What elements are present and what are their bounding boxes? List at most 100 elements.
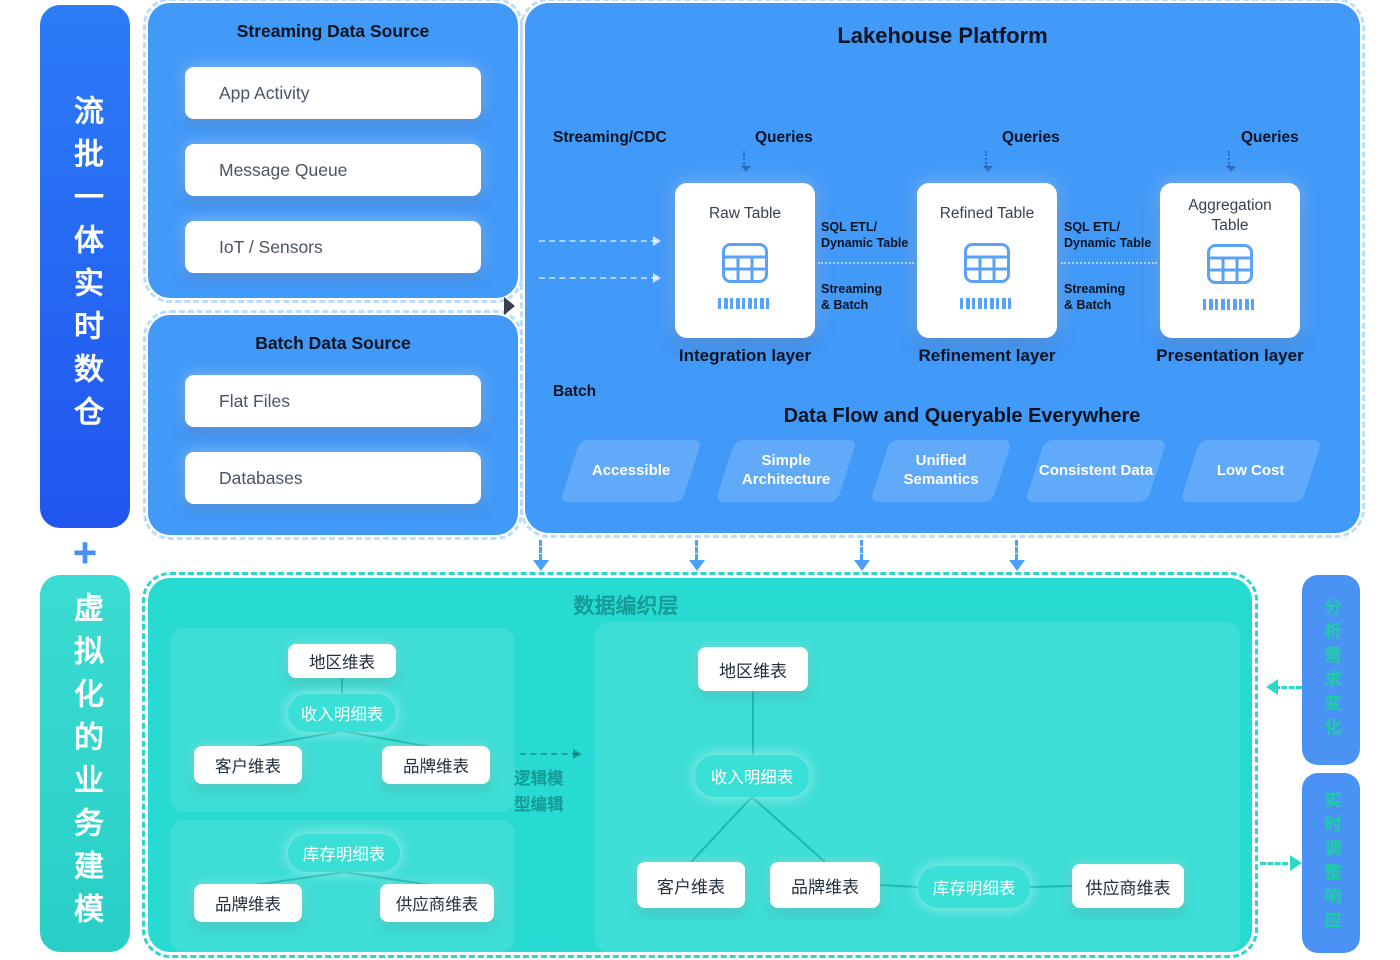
table-icon <box>722 243 768 283</box>
realtime-response-note: 实时调整响应 <box>1302 773 1360 953</box>
queries-down-arrow-icon <box>983 151 993 172</box>
chevron-simple-architecture: Simple Architecture <box>714 440 858 502</box>
barcode-icon <box>1203 299 1257 311</box>
queries-down-arrow-icon <box>1226 151 1236 172</box>
node-customer-dim: 客户维表 <box>637 862 745 908</box>
chevron-label: Simple Architecture <box>741 452 831 488</box>
relation-lines <box>690 691 1073 888</box>
etl-streaming-batch-1: Streaming & Batch <box>821 281 921 314</box>
streaming-source-title: Streaming Data Source <box>236 21 430 41</box>
chevron-label: Consistent Data <box>1038 461 1154 479</box>
benefits-row: Accessible Simple Architecture Unified S… <box>559 440 1323 502</box>
realtime-response-label: 实时调整响应 <box>1321 791 1341 935</box>
stream-batch-warehouse-bar: 流批一体实时数仓 <box>40 5 130 528</box>
batch-label: Batch <box>553 383 597 400</box>
edit-label-line: 逻辑模 <box>514 770 564 788</box>
analysis-demand-note: 分析需求变化 <box>1302 575 1360 765</box>
queries-label-2: Queries <box>1002 129 1060 146</box>
barcode-icon <box>718 298 772 309</box>
analysis-demand-label: 分析需求变化 <box>1321 598 1341 742</box>
chevron-low-cost: Low Cost <box>1179 440 1323 502</box>
data-flow-title: Data Flow and Queryable Everywhere <box>783 405 1141 427</box>
logical-model-large: 地区维表 收入明细表 客户维表 品牌维表 库存明细表 供应商维表 <box>595 622 1240 952</box>
queries-label-3: Queries <box>1241 129 1299 146</box>
batch-source-title: Batch Data Source <box>255 333 411 353</box>
node-brand-dim: 品牌维表 <box>770 862 880 908</box>
plus-icon: + <box>72 529 98 576</box>
chevron-label: Low Cost <box>1217 461 1285 479</box>
streaming-into-raw-arrow-icon <box>539 236 661 246</box>
logical-model-small-bottom: 库存明细表 品牌维表 供应商维表 <box>170 820 515 952</box>
table-icon <box>964 243 1010 283</box>
edit-label-line: 型编辑 <box>514 796 564 815</box>
logical-model-edit-arrow-icon <box>520 749 582 759</box>
source-item-iot-sensors: IoT / Sensors <box>185 221 481 273</box>
node-brand-dim: 品牌维表 <box>194 884 302 922</box>
node-supplier-dim: 供应商维表 <box>1072 864 1184 908</box>
node-brand-dim: 品牌维表 <box>382 746 490 784</box>
node-revenue-fact: 收入明细表 <box>695 755 809 797</box>
queries-down-arrow-icon <box>741 151 751 172</box>
lakehouse-panel: Lakehouse Platform Streaming/CDC Queries… <box>520 0 1365 538</box>
virtual-modeling-bar: 虚拟化的业务建模 <box>40 575 130 952</box>
lakehouse-to-fabric-arrow-icon <box>1009 540 1025 571</box>
chevron-unified-semantics: Unified Semantics <box>869 440 1013 502</box>
lakehouse-title: Lakehouse Platform <box>837 23 1048 48</box>
chevron-consistent-data: Consistent Data <box>1024 440 1168 502</box>
note-to-fabric-arrowhead-icon <box>1258 679 1278 695</box>
aggregation-table-title: Aggregation Table <box>1188 197 1272 235</box>
relation-lines <box>247 678 437 749</box>
data-fabric-title: 数据编织层 <box>573 595 679 618</box>
logical-model-edit-label: 逻辑模 型编辑 <box>514 766 598 819</box>
etl-line: SQL ETL/ <box>821 220 878 234</box>
etl-streaming-batch-2: Streaming & Batch <box>1064 281 1164 314</box>
node-inventory-fact: 库存明细表 <box>918 866 1030 908</box>
fabric-to-note-arrowhead-icon <box>1290 855 1310 871</box>
stream-batch-warehouse-label: 流批一体实时数仓 <box>69 94 102 439</box>
raw-to-refined-dotted-line <box>818 262 914 264</box>
streaming-cdc-label: Streaming/CDC <box>553 129 667 146</box>
raw-table-title: Raw Table <box>708 205 782 222</box>
source-item-databases: Databases <box>185 452 481 504</box>
etl-label-2: SQL ETL/ Dynamic Table <box>1064 219 1164 252</box>
presentation-layer-label: Presentation layer <box>1156 346 1304 365</box>
etl-line: SQL ETL/ <box>1064 220 1121 234</box>
etl-line: & Batch <box>1064 298 1112 313</box>
node-inventory-fact: 库存明细表 <box>288 834 400 872</box>
integration-layer-label: Integration layer <box>678 346 812 365</box>
source-item-flat-files: Flat Files <box>185 375 481 427</box>
node-supplier-dim: 供应商维表 <box>380 884 494 922</box>
refined-table-card: Refined Table <box>917 183 1057 338</box>
logical-model-small-top: 地区维表 收入明细表 客户维表 品牌维表 <box>170 628 515 812</box>
relation-lines <box>247 871 438 887</box>
node-customer-dim: 客户维表 <box>194 746 302 784</box>
queries-label-1: Queries <box>755 129 813 146</box>
chevron-accessible: Accessible <box>559 440 703 502</box>
etl-line: Dynamic Table <box>821 236 909 251</box>
refined-table-title: Refined Table <box>939 205 1035 222</box>
lakehouse-to-fabric-arrow-icon <box>689 540 705 571</box>
chevron-label: Unified Semantics <box>903 452 979 488</box>
batch-into-raw-arrow-icon <box>539 273 661 283</box>
refined-to-aggregation-dotted-line <box>1061 262 1157 264</box>
etl-line: & Batch <box>821 298 869 313</box>
lakehouse-to-fabric-arrow-icon <box>854 540 870 571</box>
raw-table-card: Raw Table <box>675 183 815 338</box>
aggregation-table-card: Aggregation Table <box>1160 183 1300 338</box>
etl-line: Streaming <box>1064 282 1126 296</box>
node-region-dim: 地区维表 <box>698 647 808 691</box>
chevron-label: Accessible <box>591 461 671 479</box>
node-region-dim: 地区维表 <box>288 644 396 678</box>
source-item-message-queue: Message Queue <box>185 144 481 196</box>
node-revenue-fact: 收入明细表 <box>288 694 396 732</box>
streaming-source-panel: Streaming Data Source App Activity Messa… <box>143 0 523 303</box>
lakehouse-to-fabric-arrow-icon <box>533 540 549 571</box>
sources-to-lakehouse-arrow-icon <box>504 297 524 315</box>
etl-line: Streaming <box>821 282 883 296</box>
barcode-icon <box>960 298 1014 309</box>
refinement-layer-label: Refinement layer <box>918 346 1056 365</box>
note-to-fabric-dash <box>1274 686 1302 689</box>
virtual-modeling-label: 虚拟化的业务建模 <box>69 591 102 936</box>
data-fabric-panel: 数据编织层 地区维表 收入明细表 客户维表 品牌维表 库存明细表 品牌维表 供应… <box>142 572 1258 958</box>
